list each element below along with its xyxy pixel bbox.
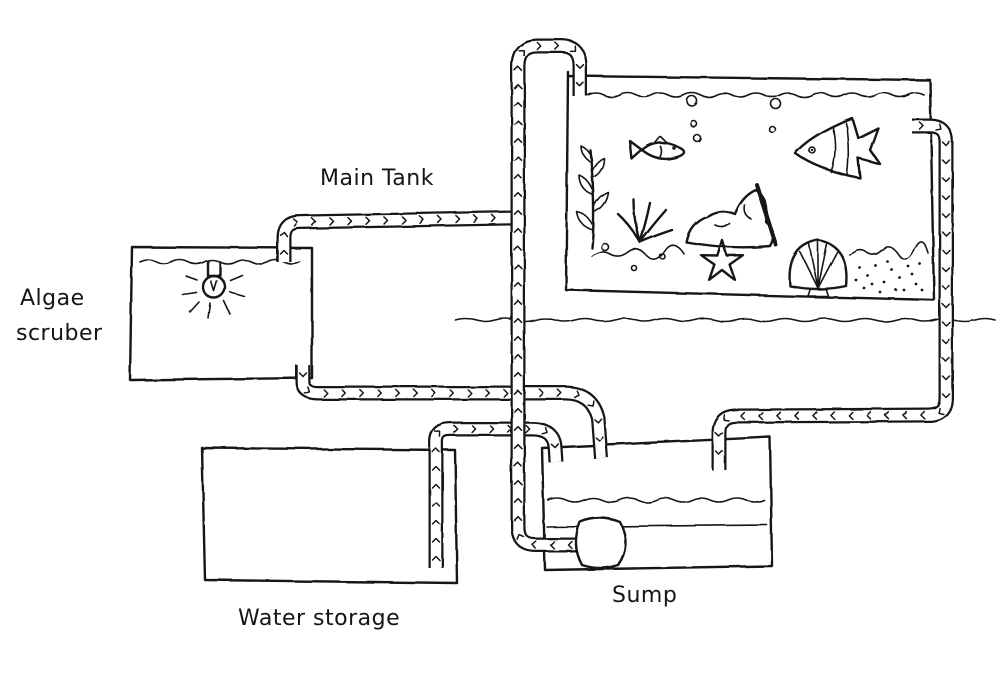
water-storage-label: Water storage: [238, 606, 400, 631]
bubble: [687, 96, 697, 106]
scallop-shell: [790, 240, 847, 296]
gravel: [855, 261, 924, 294]
main-tank-substrate: [592, 245, 684, 259]
wavy-level-line: [455, 319, 995, 322]
light-rays: [182, 275, 244, 318]
angelfish: [795, 118, 880, 178]
main-tank-label: Main Tank: [320, 166, 434, 191]
bubble: [771, 99, 781, 109]
seaweed-plant: [577, 146, 608, 248]
return-pump: [576, 518, 626, 568]
algae-scrubber: [130, 247, 312, 380]
sump-label: Sump: [612, 583, 677, 608]
water-storage-outline: [202, 448, 457, 583]
algae-scrubber-label-line1: Algae: [20, 286, 85, 311]
main-tank-substrate: [850, 241, 928, 259]
rock-formation: [686, 185, 776, 247]
small-fish: [630, 136, 684, 159]
pebble: [602, 244, 609, 251]
bubble: [691, 121, 697, 127]
pebble: [660, 254, 665, 259]
bubble: [694, 135, 701, 142]
sump-water-line: [548, 498, 764, 502]
bubble: [769, 126, 775, 132]
sketch-drawing: [130, 43, 995, 584]
main-tank-water-line: [588, 93, 924, 97]
algae-scrubber-label-line2: scruber: [16, 321, 103, 346]
pipe-scrubber-top: [281, 215, 513, 262]
grass-plant: [618, 200, 672, 242]
main-tank: [566, 72, 934, 300]
light-bulb-icon: [203, 262, 225, 298]
pebble: [632, 266, 637, 271]
pipe-sump-return-to-tank: [515, 43, 584, 549]
main-tank-outline: [566, 72, 934, 300]
